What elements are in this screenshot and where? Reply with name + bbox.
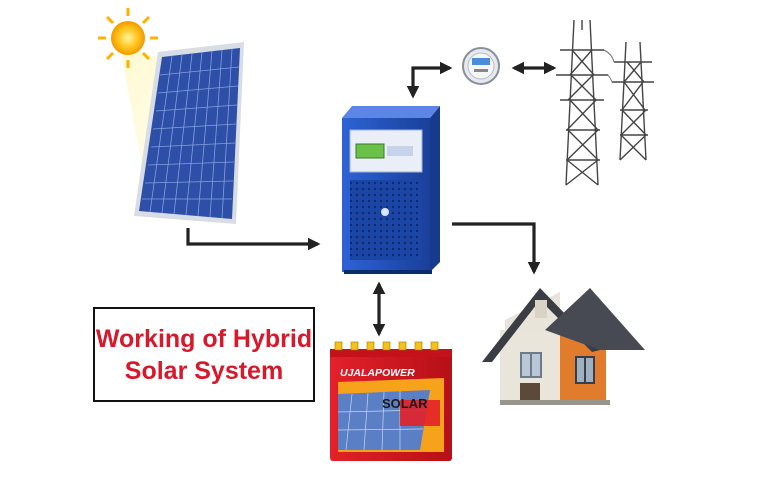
title-line-1: Working of Hybrid bbox=[95, 324, 313, 353]
battery-icon bbox=[330, 341, 452, 461]
flow-arrows bbox=[186, 61, 557, 337]
arrow-inverter-to-meter bbox=[406, 61, 453, 99]
inverter-icon bbox=[342, 106, 440, 274]
title-line-2: Solar System bbox=[124, 356, 284, 385]
battery-brand: UJALAPOWER bbox=[340, 367, 415, 379]
title-box: Working of Hybrid Solar System bbox=[93, 307, 315, 402]
battery-product: SOLAR bbox=[382, 396, 428, 411]
solar-panel-icon bbox=[134, 42, 244, 224]
house-icon bbox=[482, 288, 645, 405]
meter-icon bbox=[462, 47, 500, 85]
arrow-panel-to-inverter bbox=[186, 228, 321, 251]
tower-icon bbox=[556, 19, 654, 186]
arrow-inverter-to-house bbox=[452, 222, 541, 275]
